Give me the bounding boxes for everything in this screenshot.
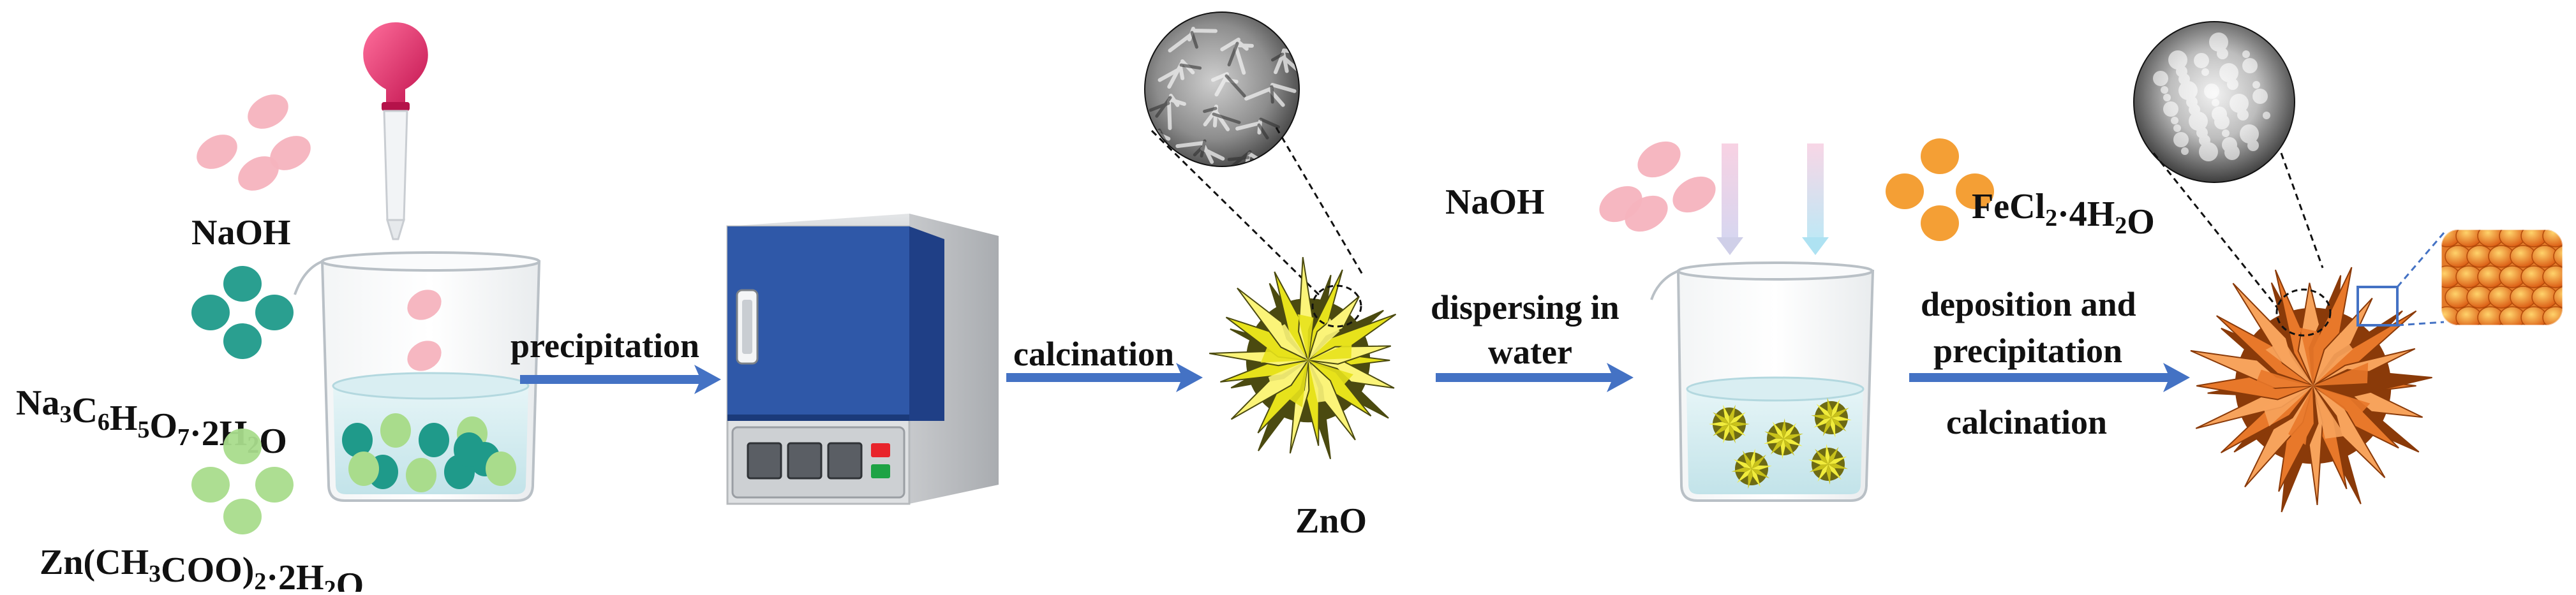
zoom-box	[2356, 286, 2399, 327]
beaker-1-particles	[342, 413, 516, 492]
label-zinc-acetate: Zn(CH3COO)2·2H2O	[40, 543, 364, 592]
beaker-2-zno-particles	[1709, 397, 1852, 489]
dropper-icon	[363, 22, 428, 240]
sem-micrograph-icon	[1144, 11, 1300, 167]
arrow-calcination-1	[1006, 363, 1203, 392]
zinc-acetate-pellets	[191, 429, 294, 534]
label-precipitation: precipitation	[510, 327, 699, 365]
down-arrow-blue	[1802, 143, 1829, 255]
zoom-lines-spheres	[2396, 232, 2445, 327]
arrow-dispersing	[1436, 363, 1634, 392]
label-ferrous-chloride: FeCl2·4H2O	[1972, 187, 2155, 242]
arrow-deposition	[1909, 363, 2190, 392]
zno-flower-icon	[1209, 257, 1397, 460]
label-zno: ZnO	[1295, 501, 1367, 541]
furnace-icon	[726, 214, 999, 505]
label-dispersing-2: water	[1488, 333, 1572, 371]
product-flower-icon	[2190, 267, 2432, 513]
label-deposition-2: precipitation	[1933, 332, 2122, 370]
sem-micrograph-product-icon	[2133, 21, 2295, 183]
falling-naoh-drops	[407, 290, 442, 371]
label-deposition-1: deposition and	[1921, 285, 2136, 323]
label-dispersing-1: dispersing in	[1431, 288, 1619, 327]
citrate-pellets	[191, 266, 294, 359]
ferrous-chloride-pellets	[1886, 138, 1994, 241]
arrow-precipitation	[520, 365, 721, 394]
label-naoh-left: NaOH	[191, 213, 291, 253]
naoh-pellets-right	[1599, 141, 1716, 232]
naoh-pellets-left	[197, 94, 311, 191]
label-naoh-right: NaOH	[1445, 182, 1545, 222]
down-arrow-pink	[1716, 143, 1743, 255]
label-calcination-1: calcination	[1013, 335, 1174, 373]
sphere-zoom-icon	[2441, 230, 2563, 325]
zoom-lines-product	[2152, 152, 2324, 313]
zoom-lines-zno	[1150, 127, 1364, 301]
label-calcination-2: calcination	[1946, 403, 2107, 441]
